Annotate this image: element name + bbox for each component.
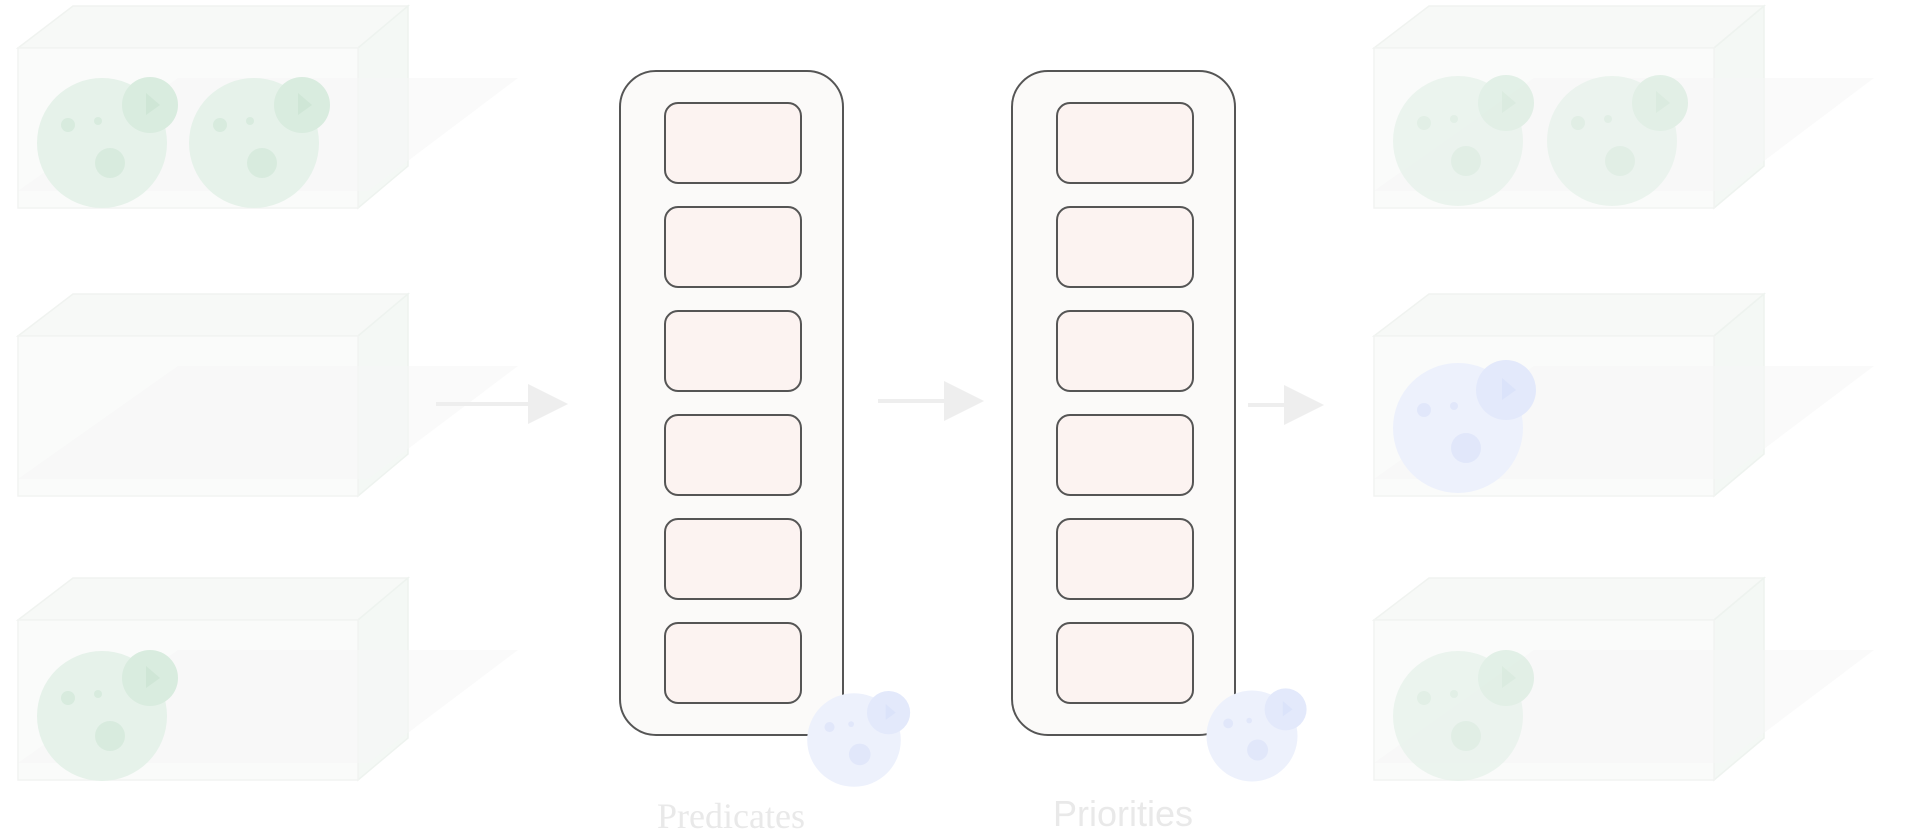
predicate-slot-1 [665,103,801,183]
predicate-slot-4 [665,415,801,495]
priorities-column [1012,71,1235,735]
predicates-label: Predicates [657,796,805,832]
input-node-3 [18,578,518,781]
priority-slot-1 [1057,103,1193,183]
output-node-1 [1374,6,1874,208]
predicates-column [620,71,843,735]
priority-slot-4 [1057,415,1193,495]
priority-slot-5 [1057,519,1193,599]
output-node-2 [1374,294,1874,496]
input-node-2 [18,294,518,496]
priorities-label: Priorities [1053,793,1193,832]
pod-icon [807,691,910,787]
predicate-slot-3 [665,311,801,391]
priority-slot-6 [1057,623,1193,703]
input-node-1 [18,6,518,208]
pod-icon [1207,688,1307,781]
priority-slot-2 [1057,207,1193,287]
predicate-slot-6 [665,623,801,703]
predicate-slot-5 [665,519,801,599]
output-node-3 [1374,578,1874,781]
predicate-slot-2 [665,207,801,287]
priority-slot-3 [1057,311,1193,391]
